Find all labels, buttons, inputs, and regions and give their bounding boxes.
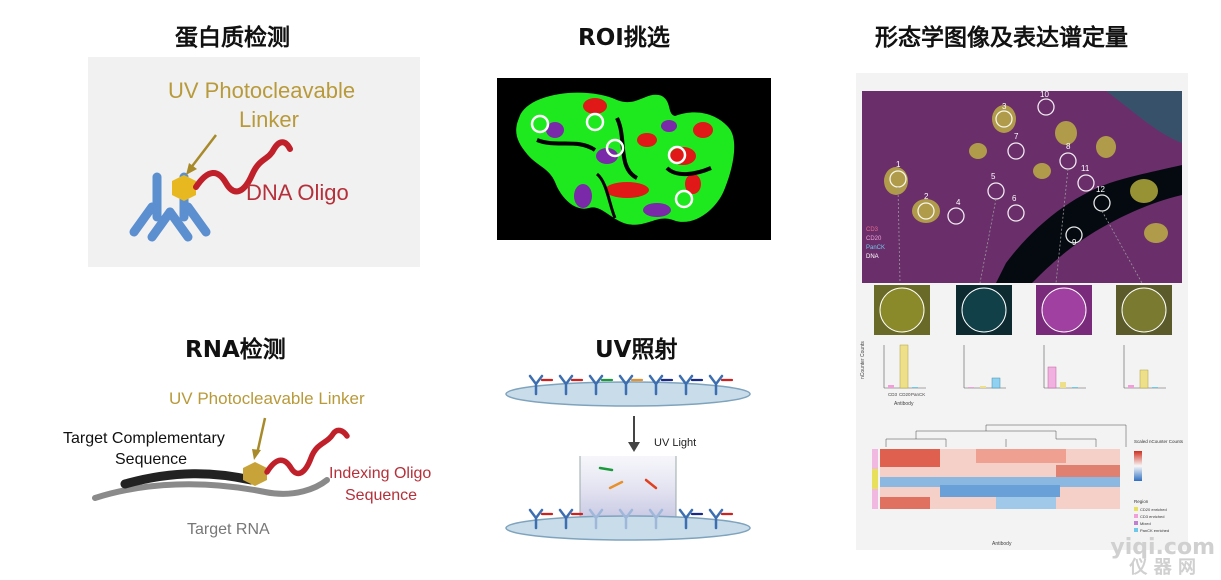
roi-number: 9 bbox=[1072, 238, 1077, 247]
roi-number: 3 bbox=[1002, 102, 1007, 111]
legend-dna: DNA bbox=[866, 254, 879, 260]
linker-hexagon-icon bbox=[243, 462, 267, 486]
roi-number: 12 bbox=[1096, 185, 1105, 194]
roi-number: 11 bbox=[1081, 164, 1090, 173]
connector-lines bbox=[897, 168, 1143, 284]
rna-linker-label: UV Photocleavable Linker bbox=[169, 389, 365, 408]
morph-roi-circles bbox=[889, 98, 1111, 244]
legend-cd20: CD20 bbox=[866, 236, 882, 242]
roi-number: 5 bbox=[991, 172, 996, 181]
bar-chart-3 bbox=[1043, 345, 1086, 389]
bottom-slide bbox=[505, 515, 751, 541]
top-slide bbox=[505, 381, 751, 407]
roi-number: 6 bbox=[1012, 194, 1017, 203]
roi-number: 4 bbox=[956, 198, 961, 207]
watermark-site: yiqi.com bbox=[1110, 535, 1215, 561]
bar-category: PanCK bbox=[911, 392, 925, 397]
heatmap-region: CD3 enriched bbox=[1140, 514, 1164, 519]
target-rna-label: Target RNA bbox=[187, 521, 270, 538]
dna-oligo-label: DNA Oligo bbox=[246, 180, 349, 205]
uv-svg: UV Light bbox=[505, 374, 751, 541]
bar-x-axis-label: Antibody bbox=[894, 401, 914, 407]
watermark-cn: 仪 器 网 bbox=[1129, 557, 1196, 579]
linker-hexagon-icon bbox=[172, 175, 196, 201]
watermark: yiqi.com 仪 器 网 bbox=[1110, 536, 1215, 578]
linker-label-line2: Linker bbox=[239, 107, 299, 132]
heatmap-cells bbox=[880, 449, 1120, 509]
bar-y-axis-label: nCounter Counts bbox=[860, 341, 866, 379]
roi-circles bbox=[530, 112, 694, 209]
rna-detection-diagram: UV Photocleavable Linker Target Compleme… bbox=[55, 380, 465, 550]
heatmap-region: CD20 enriched bbox=[1140, 507, 1167, 512]
roi-number: 2 bbox=[924, 192, 929, 201]
heading-rna-detection: RNA检测 bbox=[185, 337, 286, 363]
heading-roi-selection: ROI挑选 bbox=[578, 25, 670, 51]
bar-chart-2 bbox=[963, 345, 1006, 389]
target-rna-icon bbox=[92, 477, 330, 501]
bottom-antibodies bbox=[528, 508, 724, 530]
legend-cd3: CD3 bbox=[866, 227, 879, 233]
heading-morphology-quant: 形态学图像及表达谱定量 bbox=[875, 25, 1128, 51]
linker-label-line1: UV Photocleavable bbox=[168, 78, 355, 103]
heatmap-x-axis-label: Antibody bbox=[992, 541, 1012, 547]
target-complementary-label-2: Sequence bbox=[115, 451, 187, 468]
linker-arrowhead-icon bbox=[252, 449, 261, 460]
roi-number: 1 bbox=[896, 160, 901, 169]
bar-chart-4 bbox=[1123, 345, 1166, 389]
heading-protein-detection: 蛋白质检测 bbox=[175, 25, 290, 51]
protein-detection-svg: UV Photocleavable Linker DNA Oligo bbox=[129, 78, 355, 242]
target-complementary-label-1: Target Complementary bbox=[63, 430, 225, 447]
linker-arrow-icon bbox=[255, 417, 267, 455]
heading-uv-irradiation: UV照射 bbox=[595, 337, 678, 363]
roi-tissue-svg bbox=[516, 92, 735, 225]
indexing-oligo-icon bbox=[264, 427, 350, 477]
uv-beam bbox=[580, 456, 676, 520]
legend-panck: PanCK bbox=[866, 245, 885, 251]
roi-selection-image bbox=[497, 78, 771, 240]
heatmap-region: PanCK enriched bbox=[1140, 528, 1169, 533]
bar-chart-1 bbox=[883, 344, 926, 389]
complementary-sequence-icon bbox=[120, 469, 256, 489]
roi-number: 8 bbox=[1066, 142, 1071, 151]
uv-light-label: UV Light bbox=[654, 437, 696, 449]
bar-category: CD3 bbox=[888, 392, 897, 397]
roi-number: 7 bbox=[1014, 132, 1019, 141]
linker-arrow-icon bbox=[189, 134, 217, 170]
indexing-oligo-label-2: Sequence bbox=[345, 487, 417, 504]
heatmap-region-title: Region bbox=[1134, 499, 1149, 504]
heatmap-region: Mixed bbox=[1140, 521, 1151, 526]
linker-arrowhead-icon bbox=[186, 163, 197, 175]
morphology-quant-figure: 1 2 3 4 5 6 7 8 9 10 11 12 CD3 CD20 PanC… bbox=[856, 73, 1188, 550]
heatmap-dendrogram bbox=[885, 424, 1127, 447]
indexing-oligo-label-1: Indexing Oligo bbox=[329, 465, 431, 482]
protein-detection-diagram: UV Photocleavable Linker DNA Oligo bbox=[88, 57, 420, 267]
rna-detection-svg: UV Photocleavable Linker Target Compleme… bbox=[63, 389, 431, 538]
top-antibodies bbox=[528, 374, 724, 396]
roi-number: 10 bbox=[1040, 90, 1049, 99]
morphology-svg: 1 2 3 4 5 6 7 8 9 10 11 12 CD3 CD20 PanC… bbox=[860, 90, 1184, 547]
uv-irradiation-diagram: UV Light bbox=[498, 368, 758, 550]
heatmap-legend-title: Scaled nCounter Counts bbox=[1134, 439, 1184, 444]
bar-category: CD20 bbox=[899, 392, 911, 397]
dna-oligo-icon bbox=[193, 139, 293, 195]
